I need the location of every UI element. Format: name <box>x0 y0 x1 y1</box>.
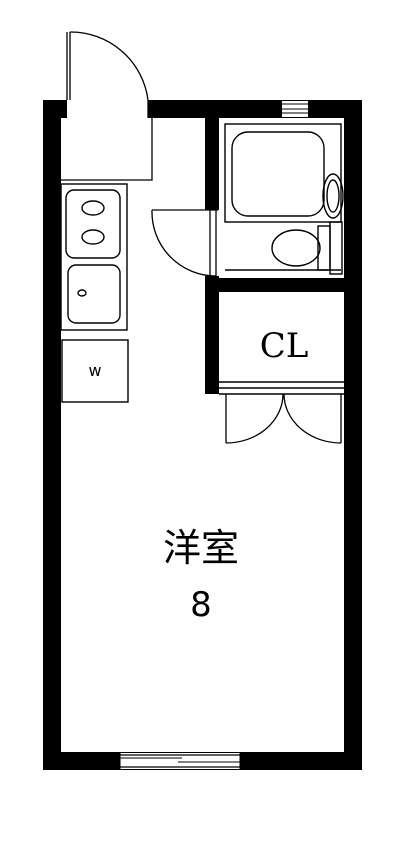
interior-walls <box>205 118 344 394</box>
bath-wall-left-lower <box>205 276 219 394</box>
bathroom-door <box>151 209 218 277</box>
washer-space: w <box>61 339 129 403</box>
sink <box>67 264 121 324</box>
toilet <box>225 221 343 275</box>
kitchen-counter <box>60 183 128 331</box>
entrance-door <box>66 31 149 118</box>
wall-top-right <box>148 100 362 118</box>
wall-right <box>344 100 362 770</box>
top-vent <box>282 101 308 117</box>
bath-wall-left-upper <box>205 118 219 210</box>
washer-label: w <box>88 361 101 380</box>
wall-left <box>43 100 61 770</box>
entry-floor <box>61 118 153 181</box>
main-room-size: 8 <box>190 585 212 625</box>
balcony-window <box>119 753 241 769</box>
closet-doors <box>225 393 342 444</box>
bath-closet-divider <box>205 278 344 292</box>
closet: CL <box>219 326 344 395</box>
stove <box>65 189 121 259</box>
closet-bottom-stub <box>205 382 219 394</box>
main-room-label: 洋室 <box>163 526 239 570</box>
bathtub <box>224 123 344 223</box>
closet-label: CL <box>260 326 309 366</box>
